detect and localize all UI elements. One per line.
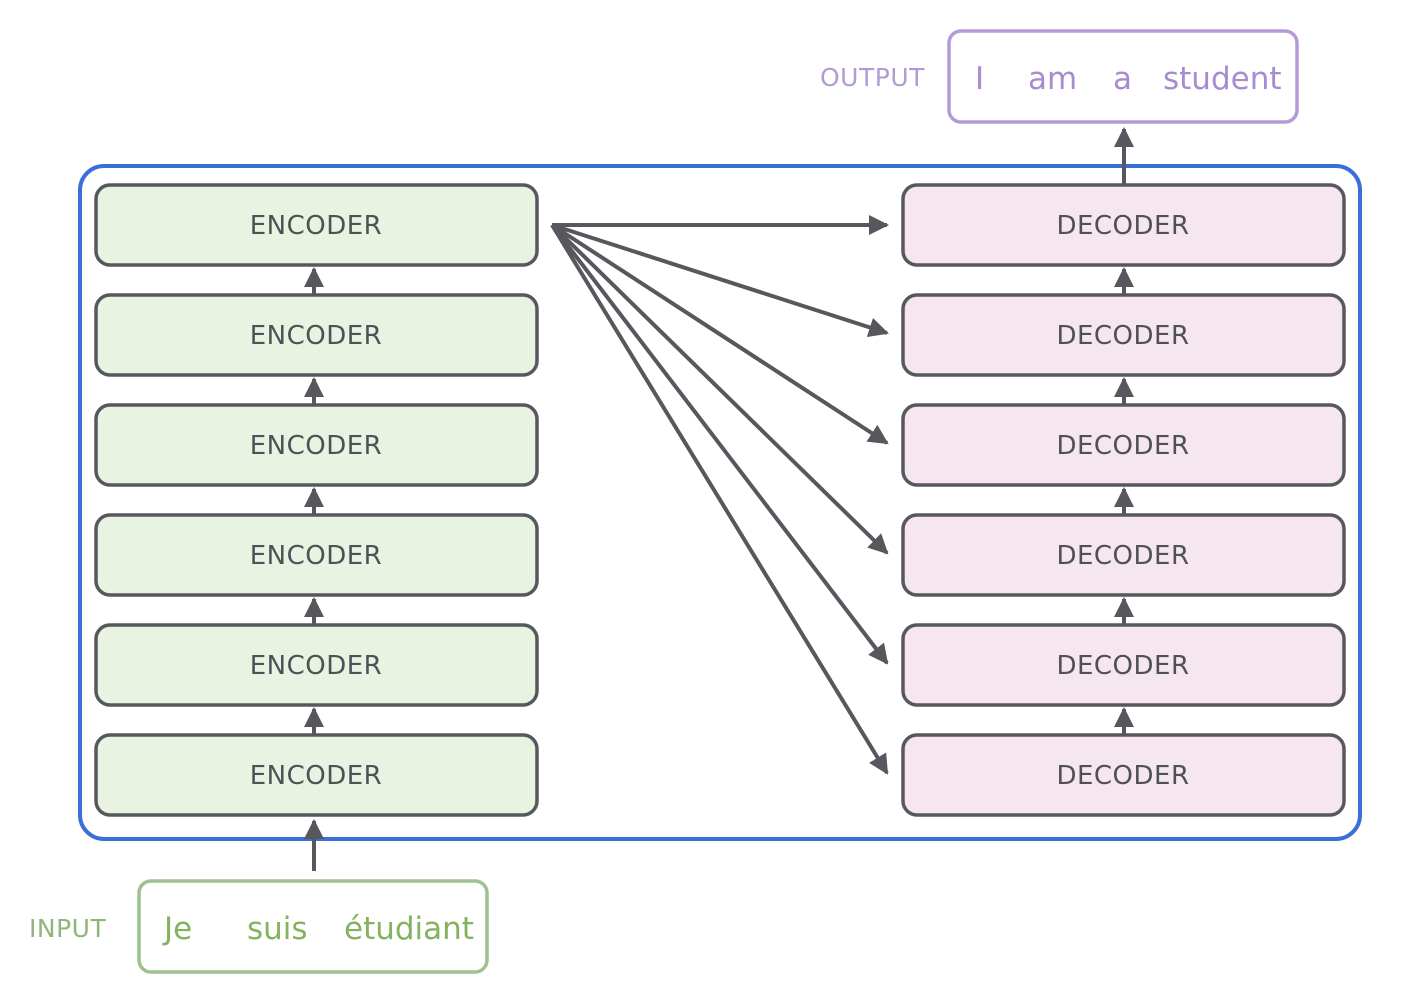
encoder-label: ENCODER (250, 431, 383, 461)
encoder-box (94, 733, 539, 817)
encoder-to-decoder-arrow (550, 223, 889, 555)
encoder-to-decoder-arrow (550, 223, 889, 445)
encoder-label: ENCODER (250, 211, 383, 241)
output-word: student (1163, 61, 1282, 97)
decoder-block: DECODER (901, 293, 1346, 377)
encoder-box (94, 513, 539, 597)
encoder-box (94, 293, 539, 377)
encoder-label: ENCODER (250, 761, 383, 791)
input-box (137, 879, 489, 974)
input-word: suis (247, 911, 308, 947)
encoder-label: ENCODER (250, 651, 383, 681)
output-word: am (1028, 61, 1077, 97)
encoder-block: ENCODER (94, 623, 539, 707)
encoder-to-decoder-arrow (550, 223, 889, 665)
output-word: a (1113, 61, 1132, 97)
encoder-block: ENCODER (94, 403, 539, 487)
decoder-label: DECODER (1056, 651, 1189, 681)
input-word: Je (162, 911, 192, 947)
output-word: I (975, 61, 984, 97)
input-word: étudiant (344, 911, 474, 947)
encoder-to-decoder-arrow (551, 223, 889, 337)
output-label: OUTPUT (820, 63, 925, 92)
decoder-label: DECODER (1056, 431, 1189, 461)
decoder-label: DECODER (1056, 321, 1189, 351)
encoder-block: ENCODER (94, 513, 539, 597)
stack-container (78, 164, 1362, 841)
encoder-to-decoder-arrow (550, 223, 889, 775)
encoder-block: ENCODER (94, 733, 539, 817)
encoder-block: ENCODER (94, 183, 539, 267)
output-box (947, 29, 1299, 124)
decoder-label: DECODER (1056, 541, 1189, 571)
encoder-label: ENCODER (250, 321, 383, 351)
decoder-block: DECODER (901, 403, 1346, 487)
decoder-label: DECODER (1056, 211, 1189, 241)
encoder-box (94, 183, 539, 267)
encoder-box (94, 403, 539, 487)
input-label: INPUT (29, 914, 106, 943)
encoder-block: ENCODER (94, 293, 539, 377)
encoder-label: ENCODER (250, 541, 383, 571)
decoder-block: DECODER (901, 733, 1346, 817)
decoder-block: DECODER (901, 623, 1346, 707)
decoder-block: DECODER (901, 513, 1346, 597)
encoder-box (94, 623, 539, 707)
decoder-label: DECODER (1056, 761, 1189, 791)
decoder-block: DECODER (901, 183, 1346, 267)
